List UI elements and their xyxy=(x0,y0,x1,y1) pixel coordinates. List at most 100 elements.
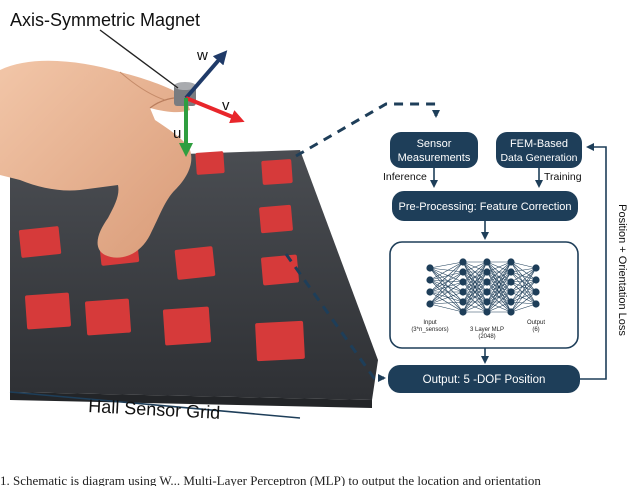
nn-node xyxy=(426,276,434,284)
nn-input-label-2: (3*n_sensors) xyxy=(411,327,448,333)
nn-edge xyxy=(510,261,537,305)
nn-edge xyxy=(510,267,537,313)
nn-edge xyxy=(429,291,464,305)
nn-edge xyxy=(486,261,512,303)
sensor-board xyxy=(25,292,71,330)
sensor-board xyxy=(259,204,293,234)
nn-edge xyxy=(486,261,512,283)
nn-edge xyxy=(462,281,488,313)
nn-edge xyxy=(510,279,537,313)
nn-edge xyxy=(462,291,488,313)
sensor-board xyxy=(195,151,225,175)
nn-node xyxy=(459,298,467,306)
neural-network-graph xyxy=(426,258,540,316)
nn-mlp-label-2: (2048) xyxy=(478,334,495,340)
nn-node xyxy=(507,268,515,276)
nn-edge xyxy=(429,261,464,293)
nn-edge xyxy=(486,281,512,313)
fem-box-line-2: Data Generation xyxy=(500,152,577,164)
nn-node xyxy=(532,276,540,284)
sensor-box-line-2: Measurements xyxy=(398,152,471,164)
sensor-board xyxy=(85,298,131,336)
output-label: Output: 5 -DOF Position xyxy=(423,374,546,386)
nn-node xyxy=(426,288,434,296)
grid-label-rule xyxy=(9,391,301,419)
nn-node xyxy=(459,258,467,266)
axis-w-label: w xyxy=(196,47,208,64)
nn-edge xyxy=(510,281,537,305)
nn-node xyxy=(459,268,467,276)
nn-edge xyxy=(429,267,464,313)
nn-node xyxy=(483,288,491,296)
nn-edge xyxy=(510,271,537,293)
nn-output-label-2: (6) xyxy=(532,327,539,333)
nn-edge xyxy=(462,261,488,293)
nn-edge xyxy=(462,301,488,313)
nn-edge xyxy=(429,261,464,281)
nn-node xyxy=(507,258,515,266)
sensor-measurements-box xyxy=(390,132,478,168)
nn-edge xyxy=(429,267,464,303)
nn-node xyxy=(483,268,491,276)
nn-edge xyxy=(462,261,488,303)
nn-edge xyxy=(510,267,537,283)
magnet-pointer xyxy=(99,29,179,89)
nn-edge xyxy=(429,271,464,293)
axis-v-label: v xyxy=(222,97,230,114)
grid-base-edge xyxy=(10,392,372,408)
preprocessing-box xyxy=(392,191,578,221)
nn-node xyxy=(459,288,467,296)
nn-edge xyxy=(429,291,464,313)
nn-edge xyxy=(429,267,464,273)
nn-node xyxy=(483,258,491,266)
nn-edge xyxy=(510,303,537,313)
nn-edge xyxy=(510,261,537,281)
nn-edge xyxy=(429,279,464,313)
nn-edge xyxy=(429,291,464,303)
sensor-board xyxy=(261,254,299,286)
nn-node xyxy=(426,300,434,308)
nn-node xyxy=(459,278,467,286)
nn-node xyxy=(483,298,491,306)
nn-edge xyxy=(486,261,512,293)
nn-edge xyxy=(429,267,464,293)
nn-edge xyxy=(429,261,464,269)
nn-edge xyxy=(462,261,488,273)
nn-edge xyxy=(462,271,488,313)
nn-output-label-1: Output xyxy=(527,320,545,326)
axis-v-arrow xyxy=(185,96,245,124)
nn-edge xyxy=(510,261,537,269)
nn-edge xyxy=(510,267,537,303)
sensor-board xyxy=(255,320,305,362)
training-label: Training xyxy=(544,171,582,183)
nn-node xyxy=(507,298,515,306)
nn-edge xyxy=(429,301,464,305)
magnet-label: Axis-Symmetric Magnet xyxy=(10,10,200,30)
loss-label: Position + Orientation Loss xyxy=(616,204,628,336)
nn-edge xyxy=(510,267,537,273)
nn-edge xyxy=(486,291,512,313)
nn-edge xyxy=(429,267,464,283)
sensor-board xyxy=(174,246,216,280)
pipeline-diagram: Sensor Measurements FEM-Based Data Gener… xyxy=(383,132,628,393)
fem-data-box xyxy=(496,132,582,168)
nn-node xyxy=(532,288,540,296)
nn-edge xyxy=(510,279,537,293)
nn-node xyxy=(532,300,540,308)
nn-edge xyxy=(486,261,512,273)
nn-edge xyxy=(429,303,464,313)
sensor-box-line-1: Sensor xyxy=(417,138,452,150)
nn-edge xyxy=(429,271,464,305)
axis-w-arrow xyxy=(184,50,228,100)
nn-edge xyxy=(510,281,537,293)
nn-edge xyxy=(510,271,537,281)
inference-label: Inference xyxy=(383,171,427,183)
axis-u-label: u xyxy=(173,125,181,142)
nn-edge xyxy=(429,261,464,305)
nn-node xyxy=(532,264,540,272)
sensor-board xyxy=(18,226,62,258)
dashed-connector-top xyxy=(295,102,440,158)
nn-edge xyxy=(510,271,537,305)
nn-edge xyxy=(486,261,512,313)
nn-edge xyxy=(429,279,464,283)
